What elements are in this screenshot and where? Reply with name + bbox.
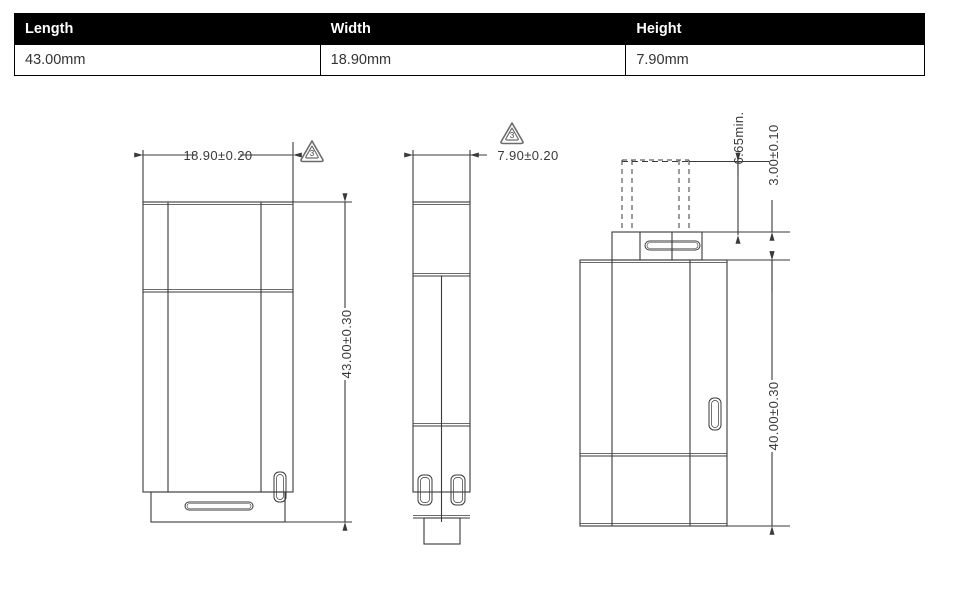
table-header-row: Length Width Height (14, 13, 925, 45)
cell-length-value: 43.00mm (14, 44, 321, 76)
side-view-geometry (404, 150, 487, 545)
column-header-height: Height (625, 13, 925, 45)
dim-side-width: 7.90±0.20 (497, 148, 558, 163)
dimensions-table: Length Width Height 43.00mm 18.90mm 7.90… (14, 13, 925, 76)
table-row: 43.00mm 18.90mm 7.90mm (14, 44, 925, 76)
technical-drawing: 3 3 18.90±0.20 43.00±0.30 7.90±0.20 6.65… (0, 80, 953, 611)
note-symbol-side: 3 (500, 122, 524, 145)
dim-front-height: 43.00±0.30 (339, 310, 354, 379)
rotated-view-geometry (579, 152, 790, 535)
dim-connector-height: 3.00±0.10 (766, 124, 781, 185)
dim-connector-depth: 6.65min. (731, 111, 746, 164)
column-header-width: Width (319, 13, 627, 45)
front-view-geometry (134, 142, 352, 531)
cell-height-value: 7.90mm (625, 44, 925, 76)
cell-width-value: 18.90mm (319, 44, 627, 76)
column-header-length: Length (14, 13, 321, 45)
dim-body-height: 40.00±0.30 (766, 382, 781, 451)
note-symbol-front: 3 (300, 140, 324, 163)
note-number-side: 3 (510, 131, 515, 140)
dim-front-width: 18.90±0.20 (184, 148, 253, 163)
note-number-front: 3 (310, 149, 315, 158)
